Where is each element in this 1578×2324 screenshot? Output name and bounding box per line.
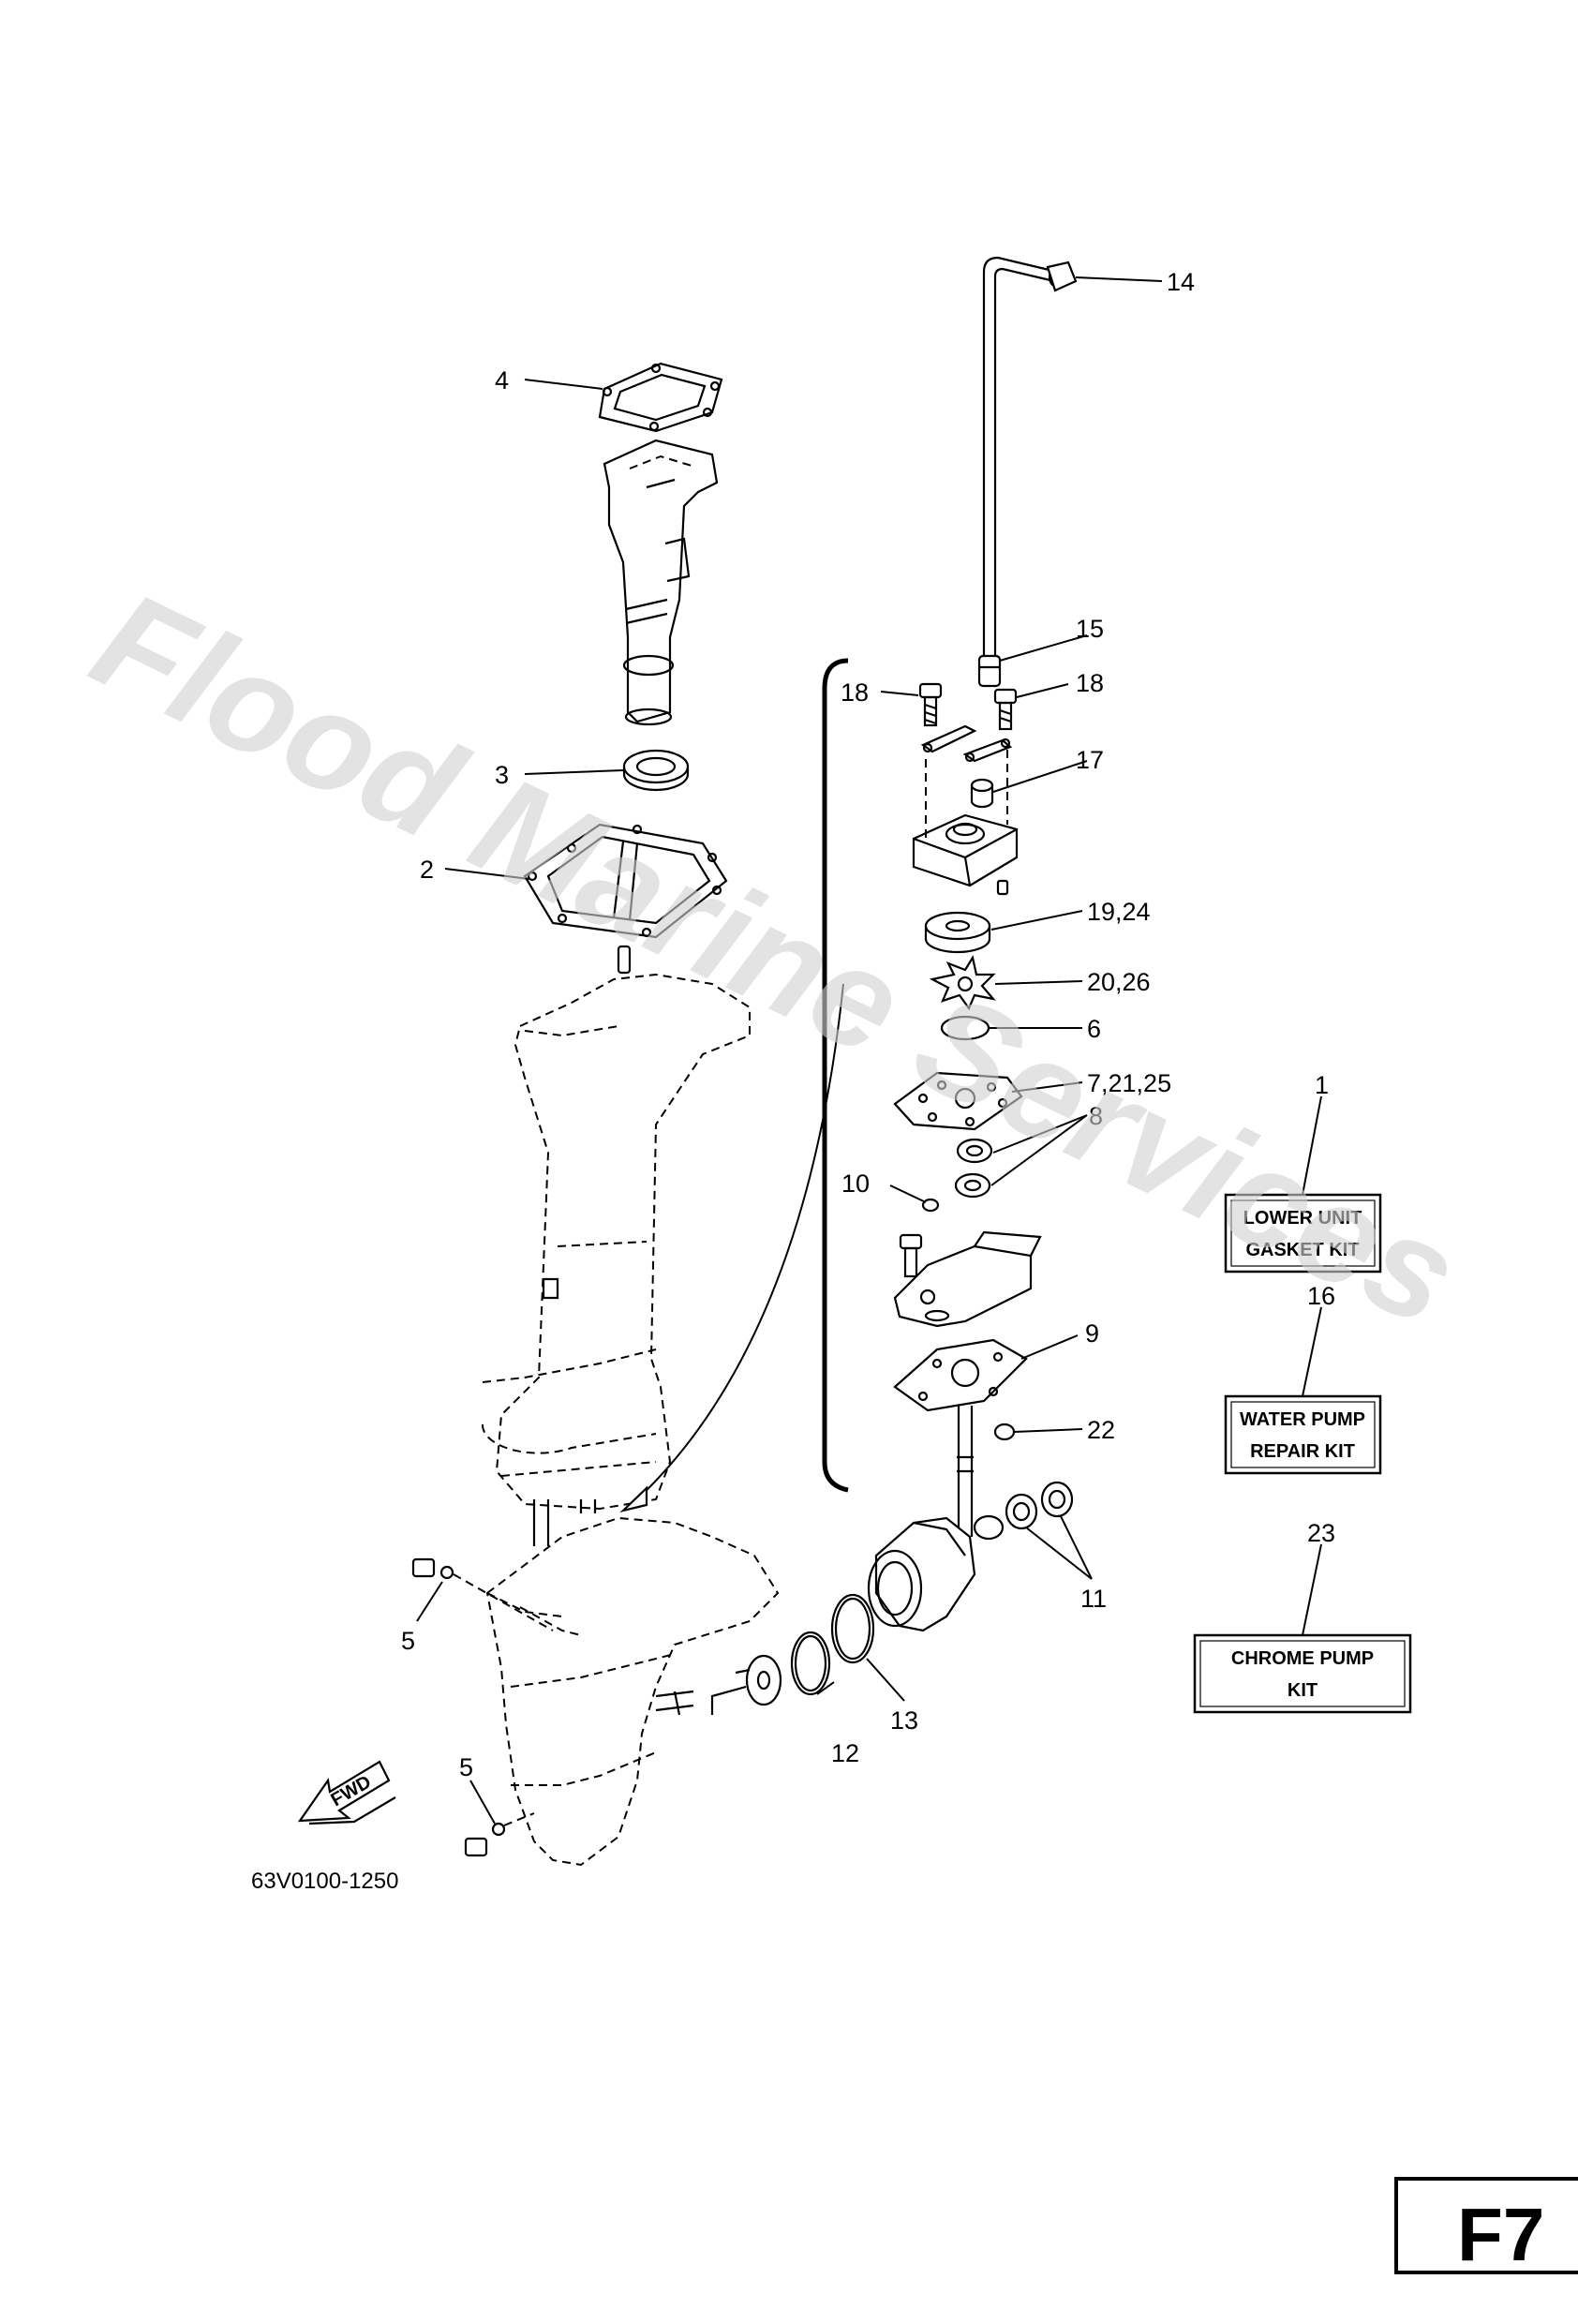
exhaust-guide [603,439,719,726]
callout-numbers: 4 3 2 14 15 18 18 17 19,24 20,26 6 7,21,… [401,268,1335,1781]
part-8-seal-upper [956,1138,993,1164]
lower-casing [485,1516,780,1867]
part-19-cartridge [924,911,991,954]
fwd-label: FWD [328,1772,375,1811]
bearing-small [973,1514,1005,1541]
callout-18-right: 18 [1076,669,1104,697]
part-14-grommet [1046,261,1078,292]
part-13-oring [830,1593,875,1664]
callout-2: 2 [420,856,434,884]
callout-1: 1 [1315,1071,1329,1099]
callout-12: 12 [831,1739,859,1767]
thrust-bushing [710,1654,782,1715]
upper-casing [481,973,751,1546]
callout-19-24: 19,24 [1087,898,1151,926]
kit-chrome-pump-line1: CHROME PUMP [1231,1648,1374,1669]
part-12-oring [790,1631,831,1696]
part-5-screw-upper [411,1557,554,1631]
page-id-box: F7 [1394,2177,1578,2276]
callout-4: 4 [495,366,509,395]
part-code: 63V0100-1250 [251,1869,398,1894]
pump-base-bolt [899,1233,923,1278]
callout-6: 6 [1087,1015,1101,1043]
part-18-bolt-right [993,688,1018,731]
propeller-shaft-housing [867,1516,976,1632]
page-id: F7 [1457,2193,1544,2276]
callout-5-upper: 5 [401,1627,415,1655]
part-4-gasket [598,362,723,433]
callout-16: 16 [1307,1282,1335,1310]
housing-clips [920,724,1013,763]
part-10-oring [921,1198,940,1213]
kit-lower-unit-gasket: LOWER UNIT GASKET KIT [1224,1193,1382,1274]
part-22-collar [993,1423,1016,1441]
callout-7-21-25: 7,21,25 [1087,1069,1171,1097]
part-11-seal-a [1005,1493,1038,1530]
callout-23: 23 [1307,1519,1335,1547]
part-20-impeller [929,955,996,1011]
watermark-text: Flood Marine Services [71,560,1481,1356]
callout-22: 22 [1087,1416,1115,1444]
part-18-bolt-left [918,682,943,727]
part-3-seal [622,749,690,792]
callout-20-26: 20,26 [1087,968,1151,996]
part-11-seal-b [1040,1481,1074,1518]
drive-shaft [957,1406,974,1537]
leader-lines [416,276,1322,1825]
assembly-bracket [822,658,849,1493]
fwd-arrow: FWD [297,1760,396,1825]
assembly-arrow [619,983,844,1513]
kit-water-pump-repair: WATER PUMP REPAIR KIT [1224,1394,1382,1475]
part-2-gasket [523,823,728,939]
callout-3: 3 [495,761,509,789]
kit-lower-unit-line2: GASKET KIT [1245,1240,1359,1260]
water-tube [982,256,1066,656]
part-8-seal-lower [954,1172,991,1199]
part-15-fitting [977,654,1002,688]
pump-base [893,1230,1042,1328]
callout-15: 15 [1076,615,1104,643]
part-5-screw-lower [464,1812,535,1857]
callout-11: 11 [1080,1585,1107,1613]
callout-18-left: 18 [841,678,869,707]
kit-lower-unit-line1: LOWER UNIT [1243,1208,1362,1229]
callout-14: 14 [1167,268,1195,296]
callout-13: 13 [890,1706,918,1735]
part-7-outer-plate [893,1071,1023,1131]
kit-chrome-pump-line2: KIT [1288,1680,1317,1701]
pump-housing [912,750,1019,896]
kit-water-pump-line2: REPAIR KIT [1250,1441,1355,1462]
callout-9: 9 [1085,1319,1099,1348]
callout-5-lower: 5 [459,1753,473,1781]
callout-17: 17 [1076,746,1104,774]
callout-10: 10 [841,1169,870,1198]
part-9-gasket [893,1338,1028,1412]
callout-8: 8 [1089,1102,1103,1130]
part-17-insert [970,778,994,809]
dowel-pin [617,945,632,975]
kit-water-pump-line1: WATER PUMP [1240,1409,1365,1430]
kit-chrome-pump: CHROME PUMP KIT [1193,1633,1412,1714]
